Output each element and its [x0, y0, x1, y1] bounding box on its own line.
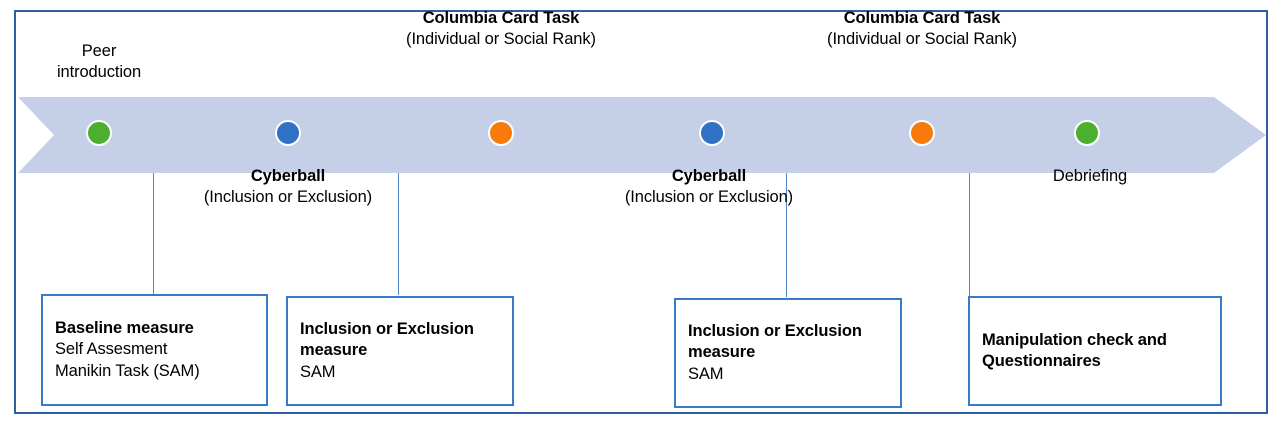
label-peer-introduction-title: Peer: [81, 42, 117, 60]
measure-box-inclusion-exclusion-1-title: Inclusion or Exclusion measure: [300, 319, 474, 360]
measure-box-baseline: Baseline measure Self Assesment Manikin …: [41, 294, 268, 406]
connector-line-measure-2: [786, 160, 787, 297]
label-debriefing-title: Debriefing: [1052, 167, 1128, 185]
timeline-arrow: [18, 97, 1266, 173]
label-cyberball-2-subtitle: (Inclusion or Exclusion): [624, 187, 794, 206]
label-columbia-card-task-2-subtitle: (Individual or Social Rank): [827, 29, 1017, 48]
milestone-dot-debriefing[interactable]: [1074, 120, 1100, 146]
label-cyberball-1-title: Cyberball: [250, 167, 326, 185]
label-peer-introduction-subtitle: introduction: [56, 62, 142, 81]
label-columbia-card-task-1-subtitle: (Individual or Social Rank): [406, 29, 596, 48]
label-columbia-card-task-2: Columbia Card Task (Individual or Social…: [812, 8, 1032, 50]
label-columbia-card-task-1-title: Columbia Card Task: [422, 9, 580, 27]
measure-box-inclusion-exclusion-1-line1: SAM: [300, 362, 336, 381]
measure-box-inclusion-exclusion-1: Inclusion or Exclusion measure SAM: [286, 296, 514, 406]
label-cyberball-1-subtitle: (Inclusion or Exclusion): [203, 187, 373, 206]
milestone-dot-columbia-card-2[interactable]: [909, 120, 935, 146]
measure-box-baseline-line2: Manikin Task (SAM): [55, 361, 200, 380]
connector-line-measure-1: [398, 160, 399, 295]
measure-box-baseline-line1: Self Assesment: [55, 340, 168, 359]
milestone-dot-cyberball-2[interactable]: [699, 120, 725, 146]
milestone-dot-columbia-card-1[interactable]: [488, 120, 514, 146]
label-columbia-card-task-2-title: Columbia Card Task: [843, 9, 1001, 27]
milestone-dot-cyberball-1[interactable]: [275, 120, 301, 146]
label-cyberball-2: Cyberball (Inclusion or Exclusion): [619, 166, 799, 208]
arrow-shape: [18, 97, 1266, 173]
connector-line-measure-3: [969, 160, 970, 297]
label-cyberball-1: Cyberball (Inclusion or Exclusion): [198, 166, 378, 208]
label-debriefing: Debriefing: [1000, 166, 1180, 187]
milestone-dot-peer-introduction[interactable]: [86, 120, 112, 146]
measure-box-inclusion-exclusion-2: Inclusion or Exclusion measure SAM: [674, 298, 902, 408]
measure-box-inclusion-exclusion-2-title: Inclusion or Exclusion measure: [688, 321, 862, 362]
measure-box-baseline-title: Baseline measure: [55, 318, 194, 337]
connector-line-baseline: [153, 160, 154, 295]
label-peer-introduction: Peer introduction: [19, 41, 179, 83]
measure-box-inclusion-exclusion-2-line1: SAM: [688, 364, 724, 383]
label-cyberball-2-title: Cyberball: [671, 167, 747, 185]
figure-outer-frame: [14, 10, 1268, 414]
measure-box-manipulation-check-title: Manipulation check and Questionnaires: [982, 330, 1167, 370]
measure-box-manipulation-check: Manipulation check and Questionnaires: [968, 296, 1222, 406]
label-columbia-card-task-1: Columbia Card Task (Individual or Social…: [391, 8, 611, 50]
